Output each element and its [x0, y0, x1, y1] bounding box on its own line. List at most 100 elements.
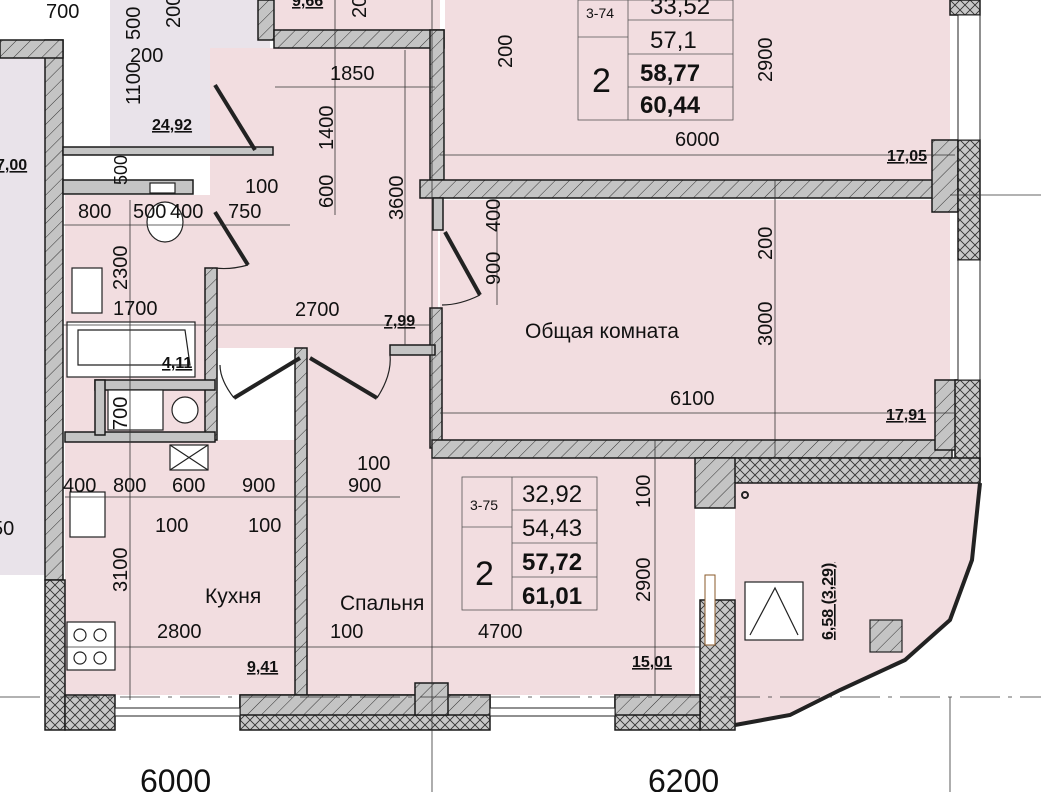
dim-6100: 6100: [670, 388, 715, 410]
dim-3600: 3600: [386, 176, 408, 221]
stove: [66, 621, 116, 671]
kitchen-sink: [69, 491, 106, 538]
area-left-partial: 7,00: [0, 157, 27, 174]
window-kitchen: [114, 707, 241, 717]
dim-100-kitchen-1: 100: [155, 515, 188, 537]
area-bedroom: 15,01: [632, 654, 672, 671]
dim-2300: 2300: [110, 246, 132, 291]
dim-700: 700: [46, 1, 79, 23]
area-kitchen: 9,41: [247, 659, 278, 676]
toilet: [146, 201, 184, 243]
dim-500-small: 500: [111, 155, 131, 185]
area-top-partial: 9,66: [292, 0, 323, 10]
upper-room-floor: [445, 0, 950, 185]
dim-900-living: 900: [483, 252, 505, 285]
window-upper: [957, 14, 981, 141]
top-room-floor: [275, 0, 440, 32]
dim-500-bath: 500: [133, 201, 166, 223]
burner: [93, 651, 107, 665]
area-upper-room: 17,05: [887, 148, 927, 165]
apt-3-74-rooms: 2: [592, 62, 611, 100]
apt-3-75-living-area: 32,92: [522, 481, 582, 508]
dimension-labels: 700 200 1850 6000 100 800 500 400 750 17…: [0, 1, 720, 792]
balcony-glazing: [734, 482, 982, 727]
dim-600-kitchen: 600: [172, 475, 205, 497]
window-living: [957, 259, 981, 381]
dim-3100: 3100: [110, 548, 132, 593]
burner: [73, 628, 87, 642]
dim-400-bath: 400: [170, 201, 203, 223]
area-bathroom: 4,11: [162, 355, 192, 372]
dim-200-a: 200: [349, 0, 371, 18]
apt-3-74-living-area: 33,52: [650, 0, 710, 20]
room-label-living: Общая комната: [525, 320, 679, 343]
apt-3-74-total-balcony: 60,44: [640, 92, 701, 119]
dim-1850: 1850: [330, 63, 375, 85]
boiler: [171, 396, 199, 424]
dim-100-kitchen-2: 100: [248, 515, 281, 537]
apt-3-74-area: 57,1: [650, 27, 697, 54]
dim-700-bath: 700: [110, 397, 132, 430]
hall-floor: [210, 48, 438, 348]
toilet-tank: [149, 182, 176, 194]
burner: [73, 651, 87, 665]
apt-3-75-id: 3-75: [470, 497, 498, 513]
doors: [213, 83, 482, 400]
area-hall: 7,99: [384, 313, 415, 330]
apartment-table-3-75: [461, 476, 598, 611]
balcony-shaft: [744, 581, 804, 641]
area-corridor: 24,92: [152, 117, 192, 134]
balcony-floor: [735, 483, 980, 725]
apartment-table-3-74: [577, 0, 734, 121]
dim-6000-upper: 6000: [675, 129, 720, 151]
dim-600: 600: [316, 175, 338, 208]
dim-200-top: 200: [163, 0, 185, 28]
burner: [93, 628, 107, 642]
area-balcony: 6,58 (3,29): [820, 563, 837, 640]
windows: [114, 14, 982, 727]
dim-200-upper: 200: [495, 35, 517, 68]
bath-sink: [71, 267, 103, 314]
apt-3-74-total: 58,77: [640, 60, 700, 87]
axis-dim-6200: 6200: [648, 763, 719, 792]
apt-3-75-total-balcony: 61,01: [522, 583, 582, 610]
dim-750: 750: [228, 201, 261, 223]
apt-3-75-area: 54,43: [522, 515, 582, 542]
dim-900-kitchen: 900: [242, 475, 275, 497]
dim-3000: 3000: [755, 302, 777, 347]
dim-50-left: 50: [0, 518, 14, 540]
window-bedroom: [489, 707, 616, 717]
bathtub-inner: [77, 329, 191, 366]
bedroom-floor: [305, 345, 695, 695]
dim-200-living: 200: [755, 227, 777, 260]
dimension-labels-vertical: 500 200 1100 200 1400 600 3600 200 2900 …: [110, 0, 777, 602]
area-living: 17,91: [886, 407, 926, 424]
dim-400-kitchen: 400: [63, 475, 96, 497]
room-label-kitchen: Кухня: [205, 585, 261, 608]
dim-100-bath: 100: [245, 176, 278, 198]
apt-3-75-rooms: 2: [475, 555, 494, 593]
balcony-door: [704, 574, 716, 646]
bathtub: [66, 321, 196, 378]
dim-1700: 1700: [113, 298, 158, 320]
dim-100-bedroom-1: 100: [357, 453, 390, 475]
dim-500-top: 500: [123, 7, 145, 40]
room-label-bedroom: Спальня: [340, 592, 424, 615]
axis-dim-6000: 6000: [140, 763, 211, 792]
fixtures: [66, 182, 903, 671]
balcony-column: [869, 619, 903, 653]
drain: [741, 491, 749, 499]
dim-100-bedroom-2: 100: [330, 621, 363, 643]
dim-800-kitchen: 800: [113, 475, 146, 497]
dim-2900-bedroom: 2900: [633, 558, 655, 603]
dim-2900-upper: 2900: [755, 38, 777, 83]
washing-machine: [107, 389, 164, 431]
dim-900-bedroom: 900: [348, 475, 381, 497]
dim-2700: 2700: [295, 299, 340, 321]
dim-400-living: 400: [483, 199, 505, 232]
left-unit-floor: [0, 55, 45, 575]
apt-3-75-total: 57,72: [522, 549, 582, 576]
dim-1100: 1100: [123, 62, 145, 105]
